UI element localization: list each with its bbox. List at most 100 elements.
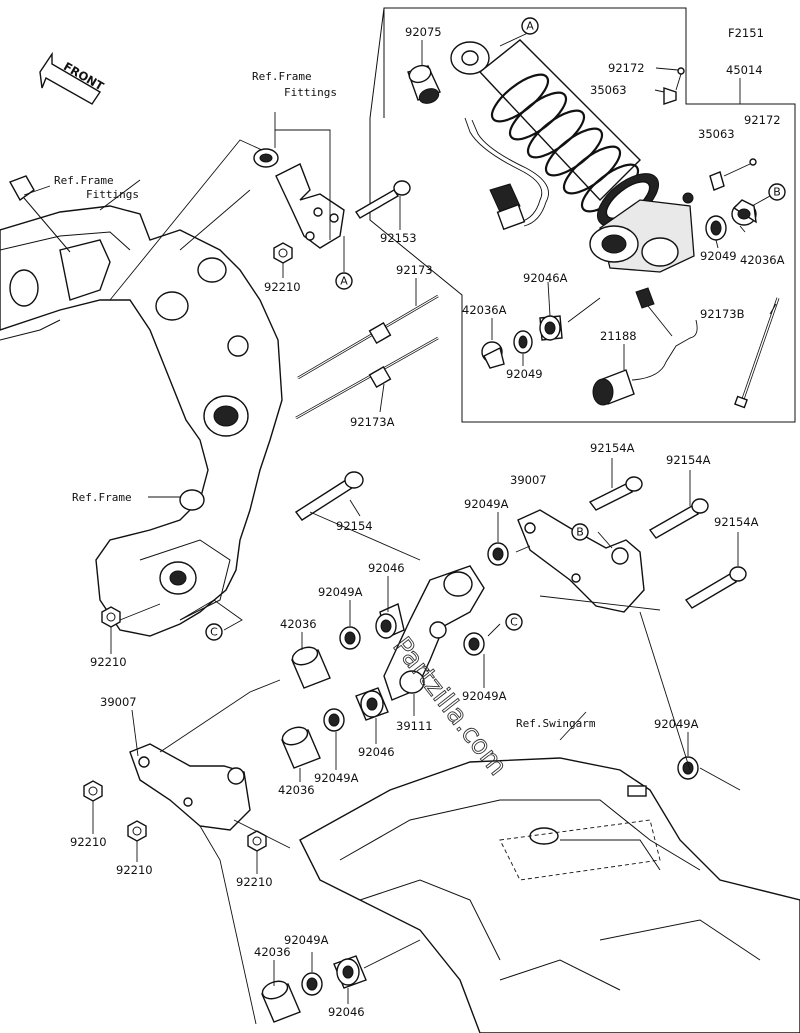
- label-92049-left: 92049: [506, 367, 543, 381]
- callout-a-top: A: [521, 17, 539, 35]
- ref-frame-fittings-2-line2: Fittings: [86, 188, 139, 201]
- label-35063-a: 35063: [590, 83, 627, 97]
- callout-b-bottom: B: [571, 523, 589, 541]
- tie-strap-92173: [297, 294, 439, 380]
- svg-text:A: A: [340, 275, 348, 288]
- label-92210-left: 92210: [90, 655, 127, 669]
- bearing-92046-2: [355, 687, 389, 721]
- label-39111: 39111: [396, 719, 433, 733]
- frame-fitting-bracket: [253, 148, 345, 249]
- nut-92210-b1: [83, 780, 103, 802]
- label-92173B: 92173B: [700, 307, 745, 321]
- bushing-42036A-left: [481, 341, 505, 369]
- label-92154A-3: 92154A: [714, 515, 759, 529]
- label-92049A-1: 92049A: [464, 497, 509, 511]
- bolt-92154: [294, 471, 364, 521]
- callout-a-bottom: A: [335, 272, 353, 290]
- front-arrow-icon: FRONT: [39, 51, 106, 105]
- sleeve-42036-1: [291, 646, 331, 689]
- svg-text:B: B: [773, 186, 781, 199]
- bearing-92046-3: [333, 955, 367, 989]
- nut-92210-left: [101, 606, 121, 628]
- label-35063-b: 35063: [698, 127, 735, 141]
- callout-c-right: C: [505, 613, 523, 631]
- diagram-code: F2151: [728, 26, 764, 40]
- label-42036-1: 42036: [280, 617, 317, 631]
- bearing-92046-1: [375, 603, 405, 639]
- label-92049A-2: 92049A: [318, 585, 363, 599]
- clamp-35063-lower: [709, 158, 757, 191]
- leader-lines: [23, 31, 777, 1025]
- nut-92210-top: [273, 242, 293, 264]
- label-92154A-1: 92154A: [590, 441, 635, 455]
- label-92173: 92173: [396, 263, 433, 277]
- shock-absorber-inset: [369, 7, 796, 423]
- bolt-92153: [355, 180, 411, 219]
- swingarm-outline: [299, 757, 800, 1033]
- ref-frame-fittings-1-line1: Ref.Frame: [252, 70, 312, 83]
- clamp-35063-upper: [663, 67, 685, 105]
- ref-frame: Ref.Frame: [72, 491, 132, 504]
- label-92049A-5: 92049A: [654, 717, 699, 731]
- label-92172-a: 92172: [608, 61, 645, 75]
- shock-absorber: [450, 39, 695, 273]
- label-92049-right: 92049: [700, 249, 737, 263]
- svg-text:C: C: [510, 616, 518, 629]
- label-92049A-6: 92049A: [284, 933, 329, 947]
- bolt-92154A-1: [588, 476, 643, 511]
- label-92153: 92153: [380, 231, 417, 245]
- ref-swingarm: Ref.Swingarm: [516, 717, 596, 730]
- label-92049A-4: 92049A: [314, 771, 359, 785]
- label-39007-top: 39007: [510, 473, 547, 487]
- rocker-arm-39111: [383, 565, 485, 701]
- label-42036A-right: 42036A: [740, 253, 785, 267]
- sleeve-42036-2: [281, 726, 321, 769]
- label-92172-b: 92172: [744, 113, 781, 127]
- seal-92049A-6: [301, 972, 323, 996]
- label-45014: 45014: [726, 63, 763, 77]
- label-92210-top: 92210: [264, 280, 301, 294]
- tie-strap-92173B: [734, 297, 780, 409]
- tie-rod-39007-top: [517, 509, 645, 613]
- seal-92049A-1: [487, 542, 509, 566]
- seal-92049A-5: [677, 756, 699, 780]
- label-42036A-left: 42036A: [462, 303, 507, 317]
- ref-frame-fittings-2-line1: Ref.Frame: [54, 174, 114, 187]
- label-92046A: 92046A: [523, 271, 568, 285]
- tie-rod-39007-bottom: [129, 743, 251, 831]
- nut-92210-b2: [127, 820, 147, 842]
- label-92046-3: 92046: [328, 1005, 365, 1019]
- seal-92049A-4: [323, 708, 345, 732]
- label-92210-b1: 92210: [70, 835, 107, 849]
- bearing-92046A: [539, 315, 563, 341]
- label-92049A-3: 92049A: [462, 689, 507, 703]
- bolt-92154A-2: [648, 498, 709, 539]
- svg-text:B: B: [576, 526, 584, 539]
- seal-92049A-3: [463, 632, 485, 656]
- label-39007-bottom: 39007: [100, 695, 137, 709]
- label-92075: 92075: [405, 25, 442, 39]
- label-92210-b2: 92210: [116, 863, 153, 877]
- label-21188: 21188: [600, 329, 637, 343]
- watermark: Partzilla.com: [386, 632, 512, 782]
- label-42036-3: 42036: [254, 945, 291, 959]
- label-92154A-2: 92154A: [666, 453, 711, 467]
- frame-outline: [0, 175, 283, 637]
- seal-92049A-2: [339, 626, 361, 650]
- bushing-42036A-right: [731, 199, 757, 226]
- bushing-92075: [407, 64, 441, 104]
- label-42036-2: 42036: [278, 783, 315, 797]
- callout-b-top: B: [768, 183, 786, 201]
- label-92173A: 92173A: [350, 415, 395, 429]
- label-92210-b3: 92210: [236, 875, 273, 889]
- nut-92210-b3: [247, 830, 267, 852]
- label-92046-1: 92046: [368, 561, 405, 575]
- callout-c-left: C: [205, 623, 223, 641]
- part-labels: 92075 92172 45014 35063 92172 35063 9215…: [70, 25, 785, 1019]
- tie-strap-92173A: [295, 336, 439, 420]
- sleeve-42036-3: [261, 980, 301, 1023]
- svg-text:A: A: [526, 20, 534, 33]
- reservoir-21188: [592, 287, 698, 406]
- label-92046-2: 92046: [358, 745, 395, 759]
